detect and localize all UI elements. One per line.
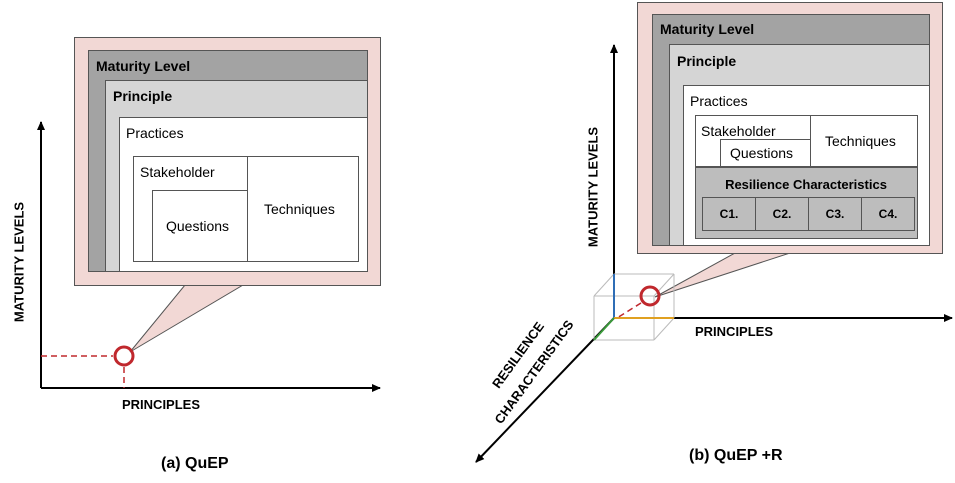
- resilience-characteristics-label: Resilience Characteristics: [725, 177, 887, 192]
- characteristic-c4: C4.: [861, 197, 915, 231]
- guide-diag-b: [616, 302, 642, 319]
- techniques-box-a: [247, 156, 359, 262]
- characteristic-c1: C1.: [702, 197, 756, 231]
- caption-a: (a) QuEP: [161, 455, 229, 472]
- questions-label-b: Questions: [730, 145, 794, 161]
- techniques-label-b: Techniques: [825, 133, 896, 149]
- questions-label-a: Questions: [166, 218, 230, 234]
- y-axis-label-b: MATURITY LEVELS: [585, 126, 601, 248]
- characteristic-c2: C2.: [755, 197, 809, 231]
- caption-b: (b) QuEP +R: [689, 447, 783, 464]
- questions-box-b: [720, 139, 811, 167]
- z-axis-b: [475, 317, 615, 463]
- maturity-level-label-a: Maturity Level: [96, 58, 191, 74]
- x-axis-label-b: PRINCIPLES: [695, 324, 774, 339]
- questions-box-a: [152, 190, 248, 262]
- point-marker-b: [639, 285, 661, 307]
- stakeholder-label-b: Stakeholder: [701, 123, 776, 139]
- techniques-label-a: Techniques: [264, 201, 335, 217]
- principle-label-a: Principle: [113, 88, 173, 104]
- practices-label-b: Practices: [690, 93, 748, 109]
- x-axis-label-a: PRINCIPLES: [122, 397, 201, 412]
- cube-3d: [593, 273, 675, 341]
- y-axis-label-a: MATURITY LEVELS: [11, 201, 27, 323]
- cube-axis-z: [593, 317, 615, 341]
- techniques-box-b: [810, 115, 918, 167]
- point-marker-a: [113, 345, 135, 367]
- stakeholder-label-a: Stakeholder: [140, 164, 215, 180]
- characteristic-c3: C3.: [808, 197, 862, 231]
- callout-tail-b: [654, 252, 791, 298]
- maturity-level-label-b: Maturity Level: [660, 21, 755, 37]
- practices-label-a: Practices: [126, 125, 184, 141]
- callout-tail-a: [129, 284, 245, 353]
- principle-label-b: Principle: [677, 53, 737, 69]
